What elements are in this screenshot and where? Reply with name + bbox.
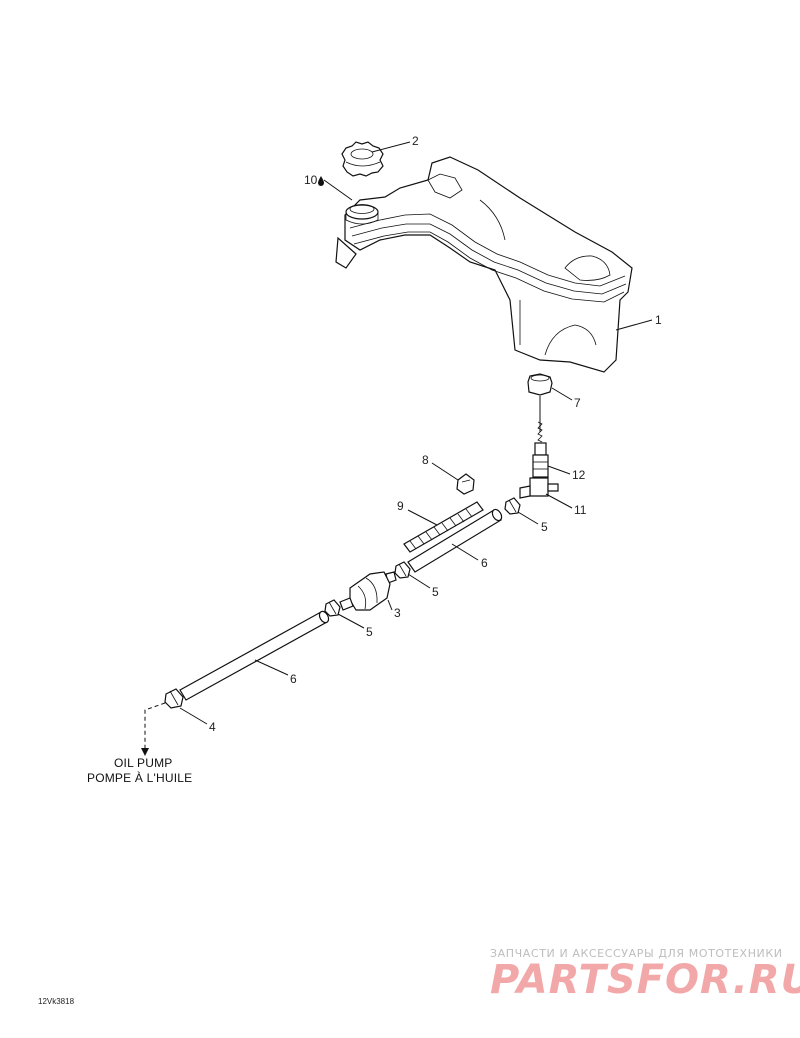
figure-code: 12Vk3818: [38, 997, 75, 1006]
spring-guard: [403, 501, 484, 553]
clamp-lower: [324, 599, 341, 617]
watermark-logo: PARTSFOR.RU: [490, 957, 800, 1003]
callout-4: 4: [209, 720, 216, 734]
oil-pump-label-fr: POMPE À L'HUILE: [87, 770, 192, 785]
filler-neck: [345, 204, 379, 225]
callout-6-lower: 6: [290, 672, 297, 686]
lower-hose: [179, 610, 330, 701]
callout-5-upper: 5: [541, 520, 548, 534]
callout-6-upper: 6: [481, 556, 488, 570]
watermark-tagline: ЗАПЧАСТИ И АКСЕССУАРЫ ДЛЯ МОТОТЕХНИКИ: [490, 947, 783, 960]
callout-1: 1: [655, 313, 662, 327]
callout-8: 8: [422, 453, 429, 467]
callout-12: 12: [572, 468, 586, 482]
clip: [456, 473, 475, 495]
clamp-middle: [394, 561, 411, 579]
hose-end-clamp: [164, 688, 184, 709]
grommet: [527, 373, 553, 396]
filler-cap: [341, 141, 384, 177]
clamp-upper: [504, 497, 521, 515]
oil-drop-icon: [318, 176, 324, 186]
callout-3: 3: [394, 606, 401, 620]
callout-5-middle: 5: [432, 585, 439, 599]
callout-11: 11: [574, 503, 587, 517]
oil-filter: [339, 571, 397, 611]
callout-5-lower: 5: [366, 625, 373, 639]
callout-7: 7: [574, 396, 581, 410]
callout-9: 9: [397, 499, 404, 513]
oil-tank: [335, 156, 633, 373]
leader-lines: [179, 141, 653, 725]
oil-pump-arrow: [141, 702, 166, 756]
callout-2: 2: [412, 134, 419, 148]
upper-hose: [407, 508, 503, 573]
outlet-fitting: [532, 396, 549, 478]
callout-10: 10: [304, 173, 318, 187]
oil-pump-label-en: OIL PUMP: [114, 756, 173, 770]
t-fitting: [519, 477, 559, 499]
